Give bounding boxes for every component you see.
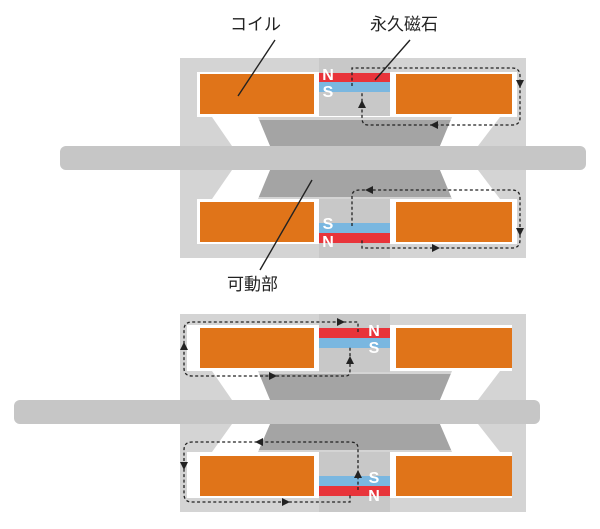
top-lower-flux-arrow-left [365,186,373,194]
top-magnet-upper-south [319,82,390,92]
top-lower-north-label: N [322,234,334,251]
bottom-upper-flux-arrow-bottom [269,372,277,380]
top-wedge-upper-left [212,117,270,146]
bottom-magnet-lower-north [319,486,390,496]
bottom-wedge-upper-right [440,371,500,400]
top-upper-flux-arrow-up [358,100,366,108]
top-lower-flux-arrow-down [516,228,524,236]
bottom-lower-flux-arrow-up [354,470,362,478]
bottom-coil-lower-right [396,456,512,496]
bottom-magnet-upper-north [319,328,390,338]
bottom-wedge-upper-left [212,371,270,400]
bottom-lower-flux-path [183,441,359,503]
top-coil-lower-left [200,202,314,242]
bottom-plunger-lower [258,424,452,450]
top-lower-flux-path [351,189,521,249]
top-coil-upper-left [200,74,314,114]
top-wedge-lower-left [212,170,270,199]
top-magnet-upper-north [319,73,390,82]
top-magnet-lower-north [319,233,390,243]
top-upper-flux-arrow-left [430,121,438,129]
bottom-lower-flux-arrow-bottom [282,498,290,506]
bottom-wedge-lower-left [212,424,270,452]
bottom-magnet-upper-south [319,338,390,348]
bottom-magnet-lower-south [319,476,390,486]
top-plunger-upper [258,120,452,146]
top-assembly: N S S N コイル 永久磁石 可動部 [60,15,586,295]
bottom-lower-flux-arrow-left [180,462,188,470]
bottom-upper-north-label: N [368,323,380,340]
top-shaft [60,146,586,170]
mover-label: 可動部 [227,275,278,295]
bottom-coil-upper-right [396,328,512,368]
bottom-upper-flux-path [183,321,359,377]
bottom-upper-south-label: S [369,340,380,357]
top-magnet-lower-south [319,223,390,233]
top-lower-flux-arrow-right [432,244,440,252]
bottom-upper-flux-arrow-up [346,356,354,364]
top-plunger-lower [258,170,452,197]
magnet-label: 永久磁石 [370,15,438,35]
top-lower-south-label: S [323,216,334,233]
bottom-coil-lower-left [200,456,314,496]
top-upper-north-label: N [322,67,334,84]
bottom-lower-north-label: N [368,488,380,505]
bottom-assembly: N S S N [14,314,540,512]
bottom-lower-flux-arrow-top [255,438,263,446]
bottom-coil-upper-left [200,328,314,368]
mover-leader [259,179,313,271]
top-upper-south-label: S [323,84,334,101]
bottom-upper-flux-arrow-left [180,342,188,350]
bottom-lower-south-label: S [369,470,380,487]
bottom-wedge-lower-right [440,424,500,452]
top-coil-upper-right [396,74,512,114]
coil-label: コイル [230,15,281,35]
coil-leader [237,39,276,97]
bottom-upper-flux-arrow-top [337,318,345,326]
magnet-leader [374,39,411,81]
bottom-plunger-upper [258,374,452,400]
top-coil-lower-right [396,202,512,242]
top-wedge-upper-right [440,117,500,146]
top-upper-flux-arrow-right [516,80,524,88]
top-wedge-lower-right [440,170,500,199]
bottom-shaft [14,400,540,424]
